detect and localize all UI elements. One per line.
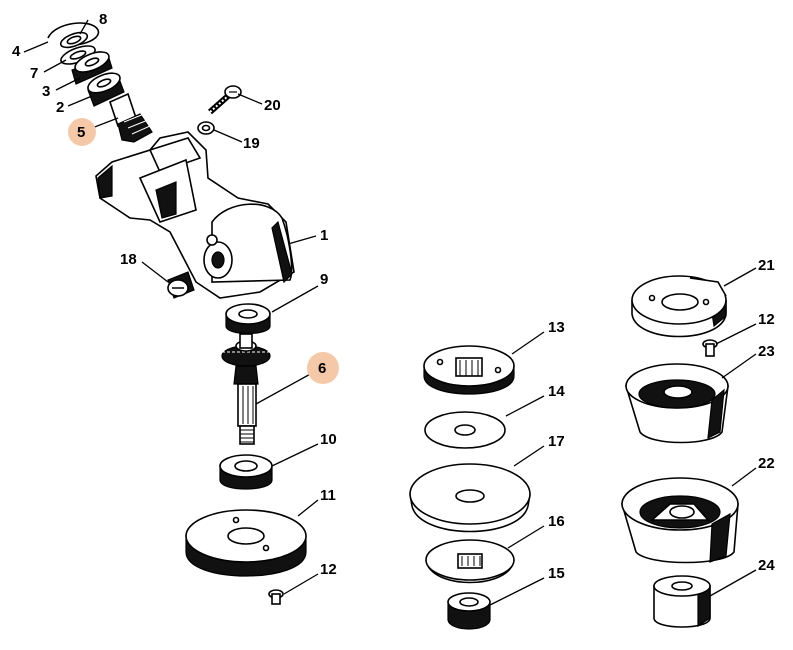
label-14[interactable]: 14 [548, 383, 565, 400]
label-7[interactable]: 7 [30, 65, 38, 82]
mowing-head-22[interactable] [620, 477, 739, 564]
label-8[interactable]: 8 [99, 11, 107, 28]
nut-15[interactable] [447, 592, 491, 630]
label-11[interactable]: 11 [320, 487, 336, 504]
label-3[interactable]: 3 [42, 83, 50, 100]
ball-bearing-10[interactable] [219, 454, 273, 490]
washer-7[interactable] [59, 42, 98, 67]
label-24[interactable]: 24 [758, 557, 775, 574]
leader-lines [23, 19, 757, 607]
label-12-bottom[interactable]: 12 [320, 561, 337, 578]
label-6[interactable]: 6 [318, 360, 326, 377]
bevel-gear-shaft-6[interactable] [221, 333, 271, 445]
ball-bearing-3[interactable] [71, 48, 113, 85]
gear-housing-1[interactable] [95, 131, 295, 299]
sleeve-24[interactable] [653, 575, 711, 628]
label-1[interactable]: 1 [320, 227, 328, 244]
ball-bearing-9[interactable] [225, 303, 271, 335]
mowing-head-23[interactable] [624, 363, 729, 444]
anti-wrap-guard-17[interactable] [409, 463, 531, 533]
label-19[interactable]: 19 [243, 135, 260, 152]
thrust-plate-16[interactable] [425, 539, 515, 584]
screw-12-bottom[interactable] [268, 589, 284, 605]
washer-14[interactable] [424, 411, 506, 449]
label-2[interactable]: 2 [56, 99, 64, 116]
label-17[interactable]: 17 [548, 433, 565, 450]
label-21[interactable]: 21 [758, 257, 775, 274]
label-18[interactable]: 18 [120, 251, 137, 268]
screw-20[interactable] [208, 85, 242, 115]
label-22[interactable]: 22 [758, 455, 775, 472]
label-10[interactable]: 10 [320, 431, 337, 448]
label-9[interactable]: 9 [320, 271, 328, 288]
ball-bearing-2[interactable] [85, 69, 125, 107]
label-5[interactable]: 5 [77, 124, 85, 141]
label-20[interactable]: 20 [264, 97, 281, 114]
thrust-plate-11[interactable] [185, 509, 307, 577]
screw-12-right[interactable] [702, 339, 718, 357]
part-labels: 4 8 7 3 2 5 20 19 1 18 9 6 10 11 12 13 1… [12, 11, 775, 582]
highlight-marker-5 [68, 118, 96, 146]
label-15[interactable]: 15 [548, 565, 565, 582]
label-12-right[interactable]: 12 [758, 311, 775, 328]
screw-plug-18[interactable] [167, 271, 195, 299]
label-4[interactable]: 4 [12, 43, 21, 60]
washer-8[interactable] [59, 30, 89, 51]
thrust-plate-21[interactable] [631, 275, 727, 338]
washer-19[interactable] [197, 121, 215, 135]
thrust-plate-13[interactable] [423, 345, 515, 395]
label-16[interactable]: 16 [548, 513, 565, 530]
highlight-marker-6 [307, 352, 339, 384]
label-13[interactable]: 13 [548, 319, 565, 336]
label-23[interactable]: 23 [758, 343, 775, 360]
